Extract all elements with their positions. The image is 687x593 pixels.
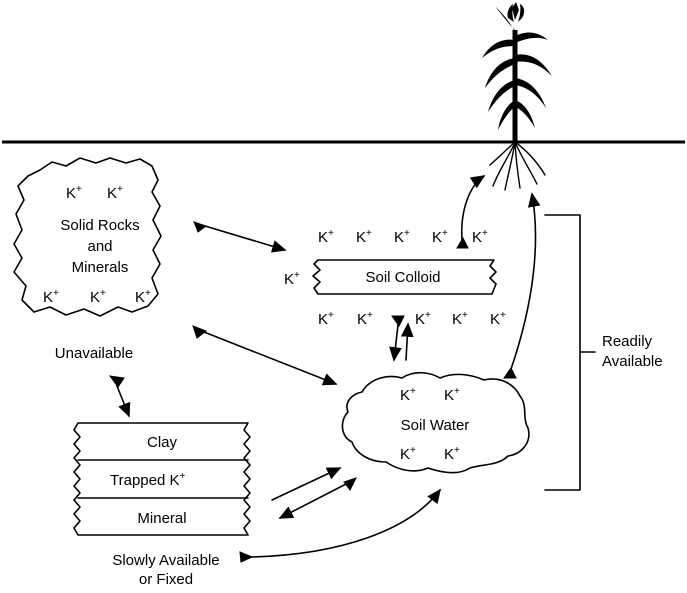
ion-colloid-bot-5: K+ xyxy=(490,310,506,328)
unavailable-label: Unavailable xyxy=(55,345,133,362)
readily-available-bracket xyxy=(544,214,596,491)
trapped-label: Trapped K+ xyxy=(110,471,186,489)
arrow-colloid-to-roots xyxy=(456,175,486,249)
ion-colloid-top-3: K+ xyxy=(394,228,410,246)
arrow-rock-to-clay xyxy=(108,375,131,418)
arrows-colloid-water-exchange xyxy=(389,315,414,362)
slowly-available-label: Slowly Available xyxy=(112,552,219,569)
ion-water-3: K+ xyxy=(400,445,416,463)
ion-rock-2: K+ xyxy=(107,184,123,202)
soil-water-blob xyxy=(341,371,530,474)
ion-colloid-top-2: K+ xyxy=(356,228,372,246)
arrows-clay-water-exchange xyxy=(271,467,357,519)
soil-colloid-slab xyxy=(312,259,497,295)
ion-water-1: K+ xyxy=(400,386,416,404)
ion-rock-3: K+ xyxy=(43,288,59,306)
ion-colloid-bot-2: K+ xyxy=(357,310,373,328)
ion-colloid-bot-4: K+ xyxy=(452,310,468,328)
solid-rocks-blob xyxy=(13,157,162,317)
clay-mineral-stack xyxy=(73,422,251,536)
ion-colloid-left: K+ xyxy=(284,270,300,288)
ion-water-4: K+ xyxy=(444,445,460,463)
soil-water-label: Soil Water xyxy=(401,417,470,434)
ion-rock-5: K+ xyxy=(135,288,151,306)
rock-label-line1: Solid Rocks xyxy=(60,217,139,234)
mineral-label: Mineral xyxy=(137,510,186,527)
clay-label: Clay xyxy=(147,434,178,451)
rock-label-line3: Minerals xyxy=(72,259,129,276)
fixed-label: or Fixed xyxy=(139,571,193,588)
available-label: Available xyxy=(602,353,663,370)
ion-colloid-bot-1: K+ xyxy=(318,310,334,328)
rock-label-line2: and xyxy=(87,238,112,255)
ion-colloid-top-1: K+ xyxy=(318,228,334,246)
ion-colloid-top-4: K+ xyxy=(432,228,448,246)
readily-label: Readily xyxy=(602,333,653,350)
corn-plant-icon xyxy=(482,2,552,141)
ion-colloid-bot-3: K+ xyxy=(415,310,431,328)
plant-roots xyxy=(489,141,546,191)
ion-water-2: K+ xyxy=(444,386,460,404)
arrow-rock-to-colloid xyxy=(193,221,287,253)
soil-colloid-label: Soil Colloid xyxy=(365,269,440,286)
arrow-water-to-roots xyxy=(503,192,541,379)
ion-rock-4: K+ xyxy=(90,288,106,306)
ion-colloid-top-5: K+ xyxy=(472,228,488,246)
ion-rock-1: K+ xyxy=(66,184,82,202)
arrow-rock-to-water xyxy=(192,325,338,386)
arrow-slow-to-water xyxy=(239,488,441,563)
